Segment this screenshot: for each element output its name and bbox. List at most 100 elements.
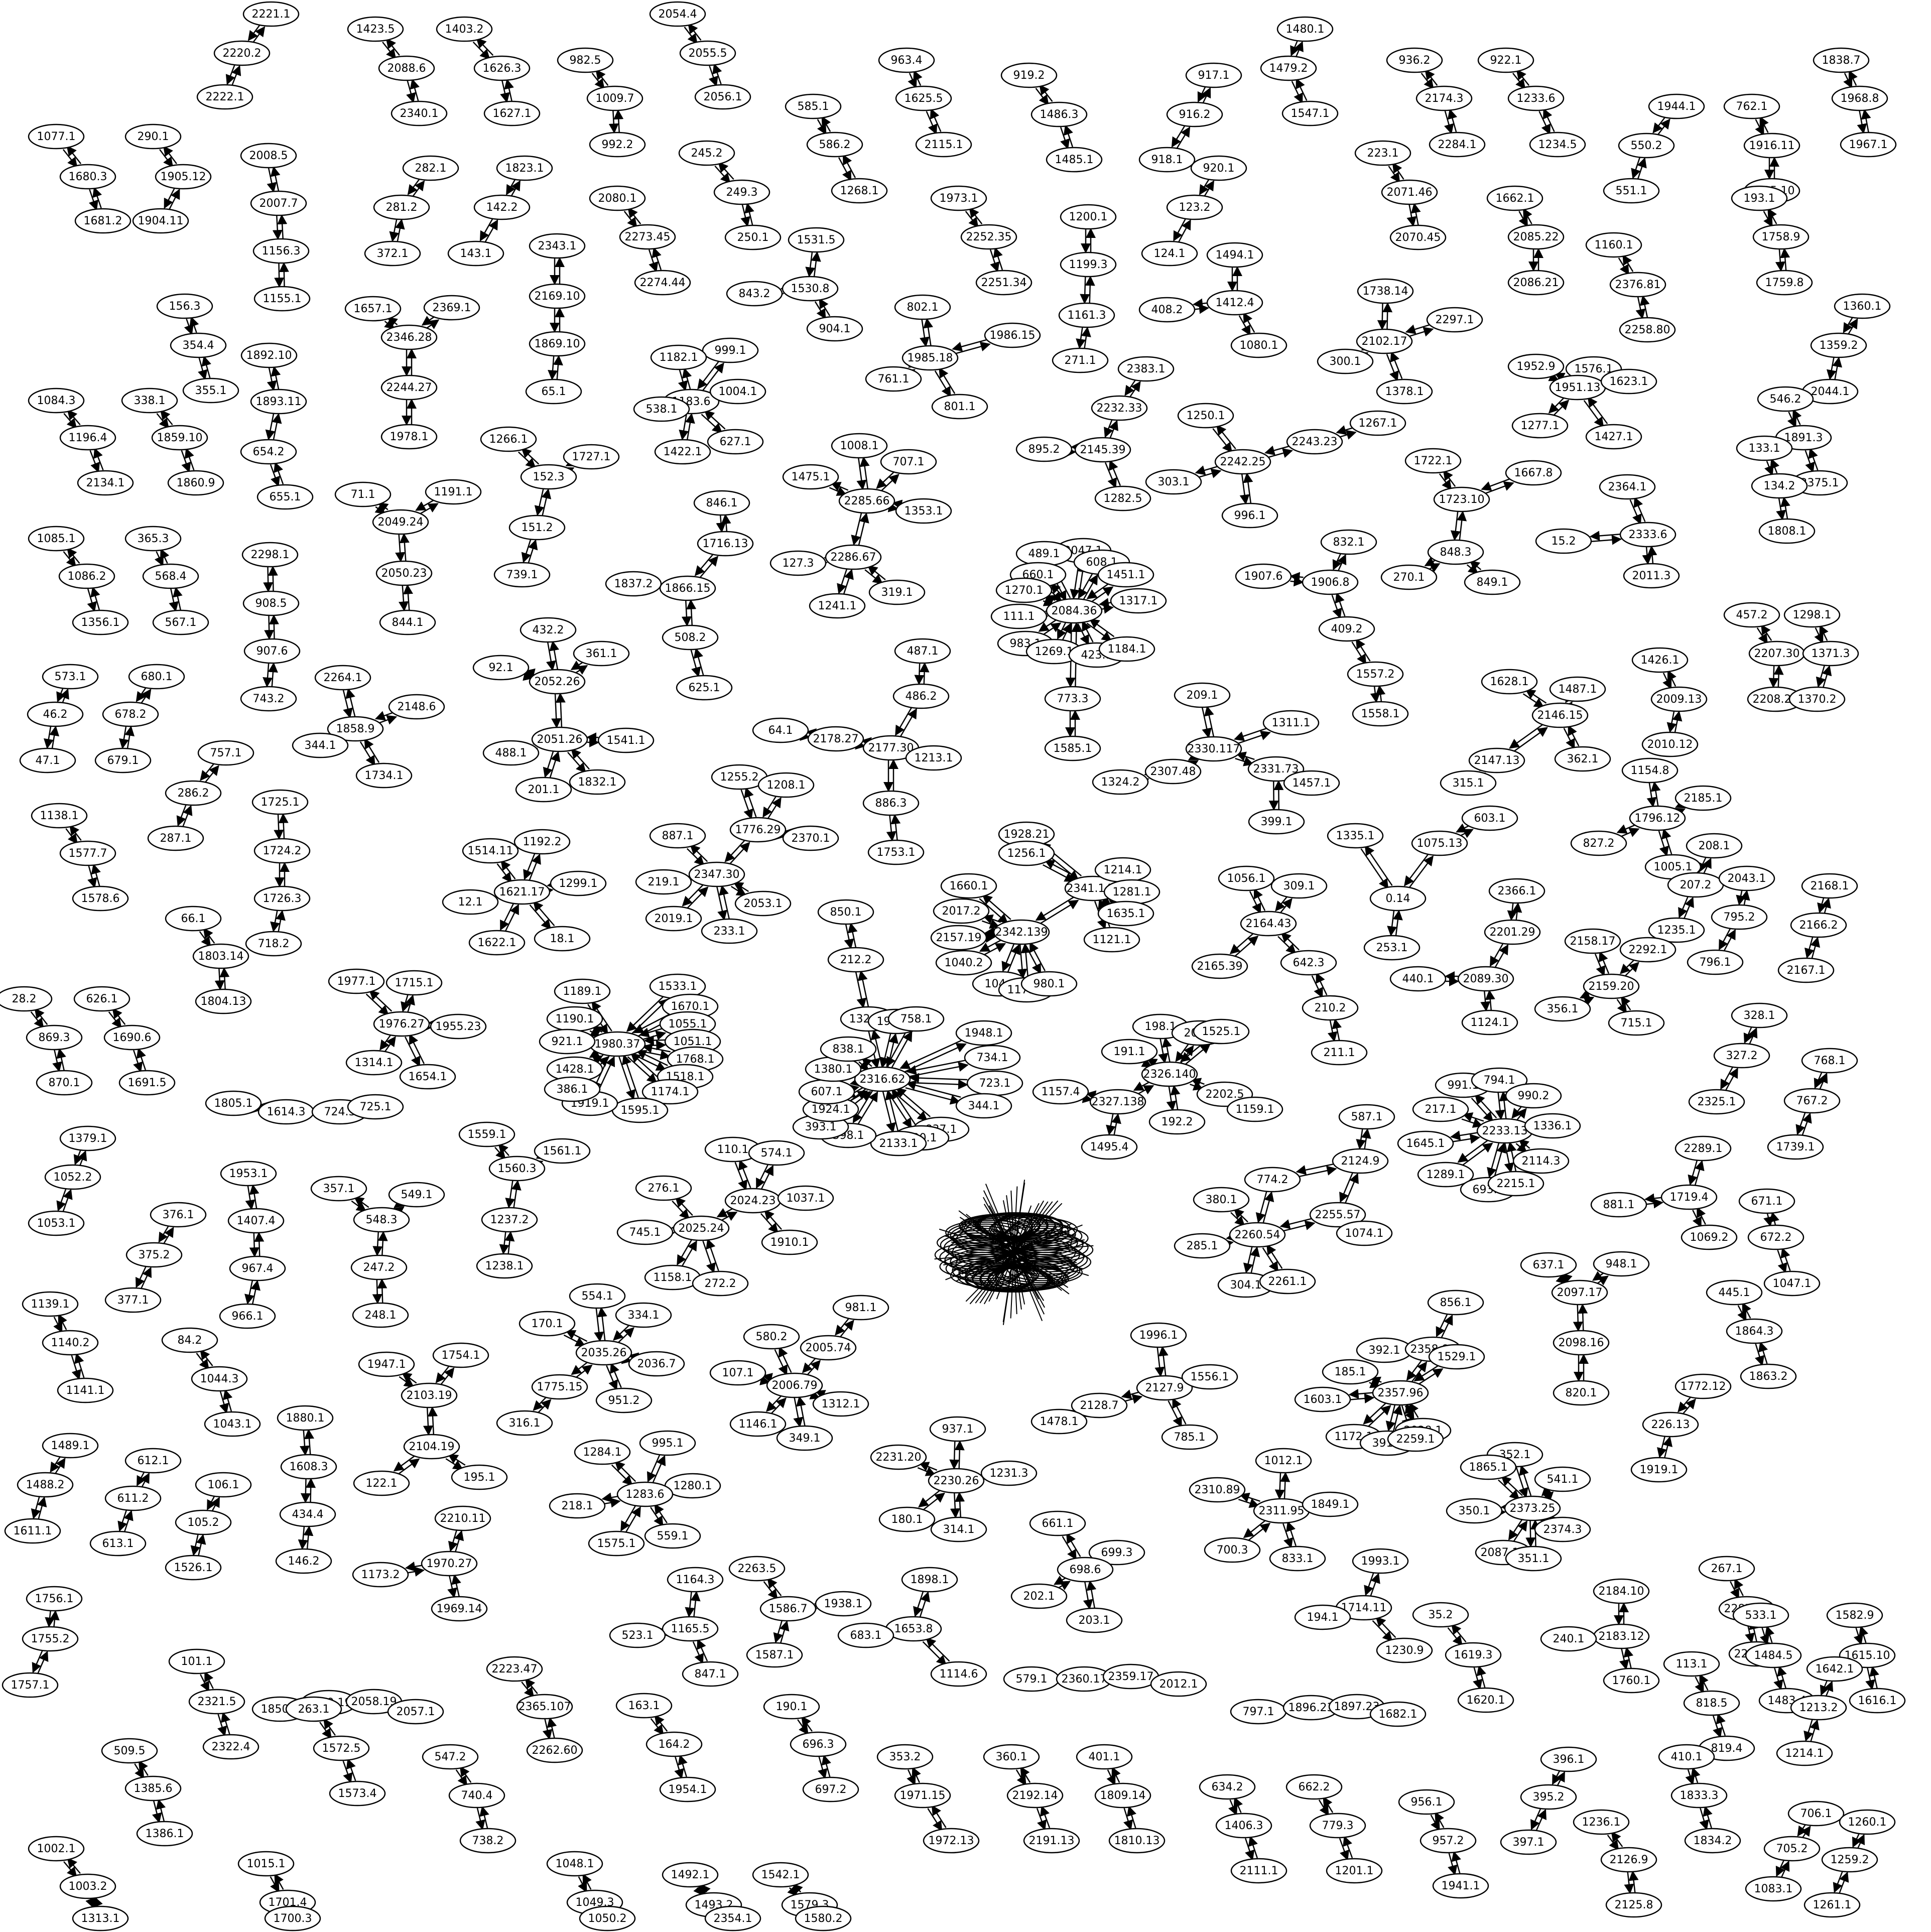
node-1621.17[interactable]: 1621.17 xyxy=(493,879,551,905)
node-937.1[interactable]: 937.1 xyxy=(929,1416,986,1442)
node-2215.1[interactable]: 2215.1 xyxy=(1487,1171,1544,1197)
node-1859.10[interactable]: 1859.10 xyxy=(151,425,208,451)
node-2070.45[interactable]: 2070.45 xyxy=(1389,224,1447,250)
node-654.2[interactable]: 654.2 xyxy=(240,439,297,465)
node-1236.1[interactable]: 1236.1 xyxy=(1573,1809,1630,1835)
node-1558.1[interactable]: 1558.1 xyxy=(1352,701,1409,727)
node-1977.1[interactable]: 1977.1 xyxy=(328,968,385,994)
node-365.3[interactable]: 365.3 xyxy=(124,526,182,552)
node-192.2[interactable]: 192.2 xyxy=(1148,1109,1206,1135)
node-2261.1[interactable]: 2261.1 xyxy=(1259,1268,1316,1295)
node-919.2[interactable]: 919.2 xyxy=(1000,62,1058,88)
node-1139.1[interactable]: 1139.1 xyxy=(22,1291,79,1317)
node-338.1[interactable]: 338.1 xyxy=(121,388,178,414)
node-286.2[interactable]: 286.2 xyxy=(165,780,222,806)
node-191.1[interactable]: 191.1 xyxy=(1101,1039,1158,1065)
node-698.6[interactable]: 698.6 xyxy=(1057,1557,1114,1583)
node-1084.3[interactable]: 1084.3 xyxy=(28,388,85,414)
node-1691.5[interactable]: 1691.5 xyxy=(118,1070,176,1096)
node-1403.2[interactable]: 1403.2 xyxy=(436,16,493,42)
node-1314.1[interactable]: 1314.1 xyxy=(345,1050,403,1076)
node-1192.2[interactable]: 1192.2 xyxy=(513,829,571,855)
node-2220.2[interactable]: 2220.2 xyxy=(213,40,271,66)
node-2102.17[interactable]: 2102.17 xyxy=(1356,328,1413,354)
node-967.4[interactable]: 967.4 xyxy=(229,1255,286,1281)
node-671.1[interactable]: 671.1 xyxy=(1738,1188,1795,1214)
node-1140.2[interactable]: 1140.2 xyxy=(42,1330,99,1356)
node-319.1[interactable]: 319.1 xyxy=(868,579,926,605)
node-2084.36[interactable]: 2084.36 xyxy=(1046,598,1103,624)
node-2292.1[interactable]: 2292.1 xyxy=(1619,937,1677,963)
node-1486.3[interactable]: 1486.3 xyxy=(1031,101,1088,127)
node-1907.6[interactable]: 1907.6 xyxy=(1235,563,1292,589)
node-1614.3[interactable]: 1614.3 xyxy=(258,1099,315,1125)
node-603.1[interactable]: 603.1 xyxy=(1461,805,1518,831)
node-1317.1[interactable]: 1317.1 xyxy=(1110,588,1167,614)
node-818.5[interactable]: 818.5 xyxy=(1683,1690,1740,1716)
node-887.1[interactable]: 887.1 xyxy=(649,823,706,849)
node-151.2[interactable]: 151.2 xyxy=(508,514,566,541)
node-1238.1[interactable]: 1238.1 xyxy=(476,1253,533,1279)
node-2157.19[interactable]: 2157.19 xyxy=(930,925,987,951)
node-1191.1[interactable]: 1191.1 xyxy=(425,479,482,505)
node-487.1[interactable]: 487.1 xyxy=(894,638,951,664)
node-2158.17[interactable]: 2158.17 xyxy=(1564,928,1621,954)
node-662.2[interactable]: 662.2 xyxy=(1285,1774,1343,1800)
node-917.1[interactable]: 917.1 xyxy=(1185,62,1242,88)
node-2297.1[interactable]: 2297.1 xyxy=(1426,307,1483,333)
node-1941.1[interactable]: 1941.1 xyxy=(1432,1873,1489,1899)
node-725.1[interactable]: 725.1 xyxy=(347,1094,404,1120)
node-1682.1[interactable]: 1682.1 xyxy=(1369,1701,1427,1727)
node-1978.1[interactable]: 1978.1 xyxy=(380,424,438,450)
node-2374.3[interactable]: 2374.3 xyxy=(1534,1516,1591,1542)
node-1385.6[interactable]: 1385.6 xyxy=(124,1775,182,1801)
node-1514.11[interactable]: 1514.11 xyxy=(462,838,519,864)
node-84.2[interactable]: 84.2 xyxy=(161,1327,218,1353)
node-1234.5[interactable]: 1234.5 xyxy=(1529,132,1586,158)
node-2223.47[interactable]: 2223.47 xyxy=(486,1656,543,1682)
node-1208.1[interactable]: 1208.1 xyxy=(757,772,815,798)
node-1757.1[interactable]: 1757.1 xyxy=(2,1672,59,1698)
node-869.3[interactable]: 869.3 xyxy=(26,1024,83,1051)
node-2049.24[interactable]: 2049.24 xyxy=(372,509,429,535)
node-838.1[interactable]: 838.1 xyxy=(820,1036,877,1062)
node-2263.5[interactable]: 2263.5 xyxy=(728,1556,786,1582)
node-92.1[interactable]: 92.1 xyxy=(472,655,530,681)
node-627.1[interactable]: 627.1 xyxy=(707,429,764,455)
node-683.1[interactable]: 683.1 xyxy=(837,1622,894,1648)
node-568.4[interactable]: 568.4 xyxy=(142,563,199,589)
node-1586.7[interactable]: 1586.7 xyxy=(759,1596,817,1622)
node-357.1[interactable]: 357.1 xyxy=(310,1176,367,1202)
node-1214.1b[interactable]: 1214.1 xyxy=(1776,1740,1833,1766)
node-156.3[interactable]: 156.3 xyxy=(156,293,213,319)
node-1121.1[interactable]: 1121.1 xyxy=(1083,927,1140,953)
node-541.1[interactable]: 541.1 xyxy=(1534,1466,1591,1492)
node-1892.10[interactable]: 1892.10 xyxy=(240,342,298,368)
node-2164.43[interactable]: 2164.43 xyxy=(1240,911,1297,937)
node-1165.5[interactable]: 1165.5 xyxy=(662,1616,719,1642)
node-1412.4[interactable]: 1412.4 xyxy=(1206,290,1263,316)
node-1572.5[interactable]: 1572.5 xyxy=(313,1735,370,1761)
node-1200.1[interactable]: 1200.1 xyxy=(1060,204,1117,230)
node-250.1[interactable]: 250.1 xyxy=(724,224,782,250)
node-1734.1[interactable]: 1734.1 xyxy=(355,762,413,789)
node-65.1[interactable]: 65.1 xyxy=(525,378,582,405)
node-253.1[interactable]: 253.1 xyxy=(1363,935,1421,961)
node-2007.7[interactable]: 2007.7 xyxy=(250,190,307,216)
node-2325.1[interactable]: 2325.1 xyxy=(1688,1089,1745,1115)
node-1525.1[interactable]: 1525.1 xyxy=(1193,1018,1250,1045)
node-2057.1[interactable]: 2057.1 xyxy=(387,1699,444,1725)
node-2340.1[interactable]: 2340.1 xyxy=(391,100,448,126)
node-1074.1[interactable]: 1074.1 xyxy=(1336,1220,1393,1246)
node-1002.1[interactable]: 1002.1 xyxy=(28,1836,85,1862)
node-1611.1[interactable]: 1611.1 xyxy=(4,1518,61,1544)
node-1427.1[interactable]: 1427.1 xyxy=(1585,424,1642,450)
node-1488.2[interactable]: 1488.2 xyxy=(17,1472,74,1498)
node-1008.1[interactable]: 1008.1 xyxy=(831,433,888,459)
node-548.3[interactable]: 548.3 xyxy=(353,1207,410,1233)
node-1625.5[interactable]: 1625.5 xyxy=(895,85,952,111)
node-758.1[interactable]: 758.1 xyxy=(887,1006,945,1032)
node-1213.1[interactable]: 1213.1 xyxy=(905,745,962,771)
node-101.1[interactable]: 101.1 xyxy=(168,1648,225,1675)
node-2169.10[interactable]: 2169.10 xyxy=(529,283,586,309)
